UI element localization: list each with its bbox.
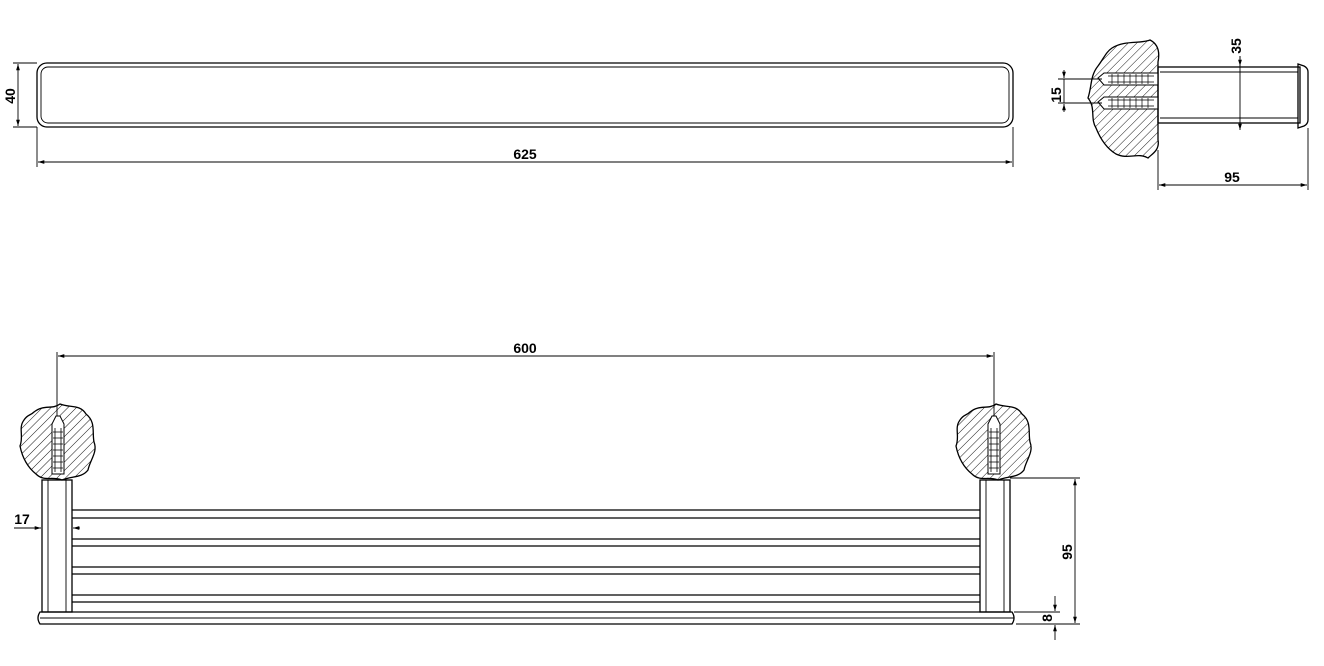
side-anchor-upper <box>1097 72 1159 86</box>
side-shelf-edge <box>1297 63 1309 129</box>
side-bracket <box>1157 66 1301 124</box>
dim-label-side-depth: 35 <box>1228 38 1244 54</box>
front-post-left <box>41 479 73 613</box>
front-rails <box>72 509 980 603</box>
top-view-inner-outline <box>40 66 1010 124</box>
side-anchor-lower <box>1097 96 1159 110</box>
dim-label-front-base: 8 <box>1039 614 1055 622</box>
dim-label-front-height: 95 <box>1059 544 1075 560</box>
front-anchor-left <box>51 415 65 475</box>
dim-label-front-inset: 17 <box>14 511 30 527</box>
dim-label-top-length: 625 <box>513 146 537 162</box>
top-view-outline <box>36 62 1014 128</box>
dim-label-side-projection: 95 <box>1224 169 1240 185</box>
top-view: 40 625 <box>2 62 1014 167</box>
front-post-right <box>979 479 1011 613</box>
front-anchor-right <box>987 415 1001 475</box>
dim-label-top-height: 40 <box>2 88 18 104</box>
dim-label-front-span: 600 <box>513 340 537 356</box>
side-view: 35 15 95 <box>1048 38 1309 190</box>
front-view: 600 17 95 8 <box>14 340 1080 640</box>
dim-label-side-spacing: 15 <box>1048 87 1064 103</box>
front-base-plate <box>37 611 1015 625</box>
